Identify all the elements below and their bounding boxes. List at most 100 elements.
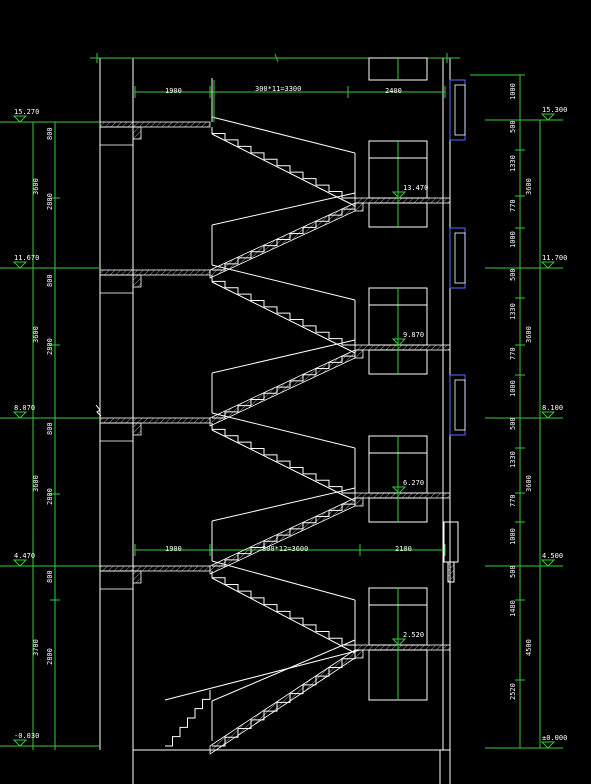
- right-level-marker: ±0.000: [518, 734, 567, 749]
- level-text: -0.030: [14, 732, 39, 740]
- left-inner-dim: 2800: [46, 488, 54, 505]
- left-level-marker: 4.470: [0, 552, 35, 567]
- bottom-dim-a: 1900: [165, 545, 182, 553]
- right-level-marker: 11.700: [518, 254, 567, 269]
- level-text: ±0.000: [542, 734, 567, 742]
- landing-level-triangle: [391, 191, 407, 199]
- left-level-marker: 11.670: [0, 254, 39, 269]
- floor-beam: [99, 422, 134, 442]
- left-inner-dim: 2800: [46, 193, 54, 210]
- window-opening: [449, 374, 466, 436]
- window-opening: [449, 227, 466, 289]
- stair-handrail: [211, 412, 356, 449]
- landing-level-triangle: [391, 486, 407, 494]
- floor-beam-hatch: [132, 570, 142, 584]
- level-text: 15.300: [542, 106, 567, 114]
- floor-slab: [99, 121, 211, 128]
- floor-slab: [99, 269, 211, 276]
- level-text: 4.500: [542, 552, 563, 560]
- stair-soffit: [211, 133, 356, 207]
- left-inner-dim: 2800: [46, 648, 54, 665]
- level-triangle: [540, 741, 556, 749]
- stair-handrail: [211, 487, 356, 522]
- landing-level-triangle: [391, 638, 407, 646]
- break-mark: [95, 404, 102, 417]
- stair-steps: [212, 350, 356, 419]
- stair-handrail: [211, 339, 356, 374]
- left-outer-dim: 3600: [32, 178, 40, 195]
- landing-level-text: 9.870: [403, 331, 424, 339]
- left-dimension-lines: [28, 121, 100, 750]
- right-inner-dim: 1000: [509, 231, 517, 248]
- level-triangle: [540, 113, 556, 121]
- landing-level-text: 2.520: [403, 631, 424, 639]
- landing-beam: [354, 497, 364, 507]
- left-outer-dim: 3600: [32, 475, 40, 492]
- right-inner-dim: 500: [509, 417, 517, 430]
- floor-beam: [99, 570, 134, 590]
- bottom-dim-c: 2100: [395, 545, 412, 553]
- window-opening: [449, 79, 466, 141]
- right-outer-dim: 4500: [525, 639, 533, 656]
- stair-flight-hatched: [209, 497, 356, 575]
- window-sash: [454, 379, 466, 431]
- left-inner-dim: 800: [46, 422, 54, 435]
- landing-slab: [354, 644, 451, 651]
- right-inner-dim: 500: [509, 268, 517, 281]
- right-level-marker: 8.100: [518, 404, 563, 419]
- right-inner-dim: 2520: [509, 683, 517, 700]
- right-inner-dim: 770: [509, 494, 517, 507]
- landing-level-markers: 13.470 9.870 6.270 2.520: [391, 184, 428, 646]
- level-text: 11.700: [542, 254, 567, 262]
- right-level-markers: 15.300 11.700 8.100 4.500 ±0.000: [518, 106, 567, 749]
- bottom-dim-b: 300*12=3600: [262, 545, 308, 553]
- right-inner-dim: 1480: [509, 600, 517, 617]
- right-outer-dim: 3600: [525, 475, 533, 492]
- stair-soffit: [211, 429, 356, 502]
- stair-soffit: [211, 577, 356, 654]
- stair-flight-hatched: [209, 349, 356, 427]
- left-inner-dim: 800: [46, 274, 54, 287]
- left-dim-labels: 3600 3600 3600 3700 800 2800 800 2800 800 2800 800…: [32, 127, 54, 665]
- top-dim-a: 1900: [165, 87, 182, 95]
- stair-steps: [165, 690, 211, 747]
- right-inner-dim: 1000: [509, 83, 517, 100]
- stair-handrail: [164, 649, 361, 701]
- stair-handrail: [211, 639, 356, 702]
- door-opening: [443, 521, 459, 563]
- building-outline: [99, 58, 451, 784]
- floor-beam-hatch: [132, 422, 142, 436]
- right-inner-dim: 1330: [509, 155, 517, 172]
- floor-beam: [99, 126, 134, 146]
- right-inner-dim: 770: [509, 199, 517, 212]
- left-inner-dim: 800: [46, 127, 54, 140]
- bottom-run-dimension: [134, 544, 446, 556]
- level-triangle: [12, 115, 28, 123]
- floor-beam-hatch: [132, 274, 142, 288]
- landing-level-text: 6.270: [403, 479, 424, 487]
- floor-beam: [99, 274, 134, 294]
- left-outer-dim: 3600: [32, 326, 40, 343]
- stair-soffit: [211, 281, 356, 354]
- landing-beam: [354, 202, 364, 212]
- right-level-marker: 15.300: [518, 106, 567, 121]
- level-triangle: [540, 411, 556, 419]
- window-sash: [454, 84, 466, 136]
- landing-level-text: 13.470: [403, 184, 428, 192]
- wall-openings: [443, 79, 466, 583]
- floor-slab: [99, 417, 211, 424]
- level-triangle: [540, 261, 556, 269]
- stair-steps: [211, 423, 355, 494]
- stair-handrail: [211, 264, 356, 301]
- top-dim-c: 2400: [385, 87, 402, 95]
- right-inner-dim: 1330: [509, 303, 517, 320]
- level-triangle: [12, 739, 28, 747]
- level-triangle: [12, 411, 28, 419]
- left-outer-dim: 3700: [32, 639, 40, 656]
- right-inner-dim: 1000: [509, 380, 517, 397]
- left-inner-dim: 800: [46, 570, 54, 583]
- right-inner-dim: 1330: [509, 451, 517, 468]
- floor-slabs: [99, 57, 451, 701]
- landing-beam: [354, 349, 364, 359]
